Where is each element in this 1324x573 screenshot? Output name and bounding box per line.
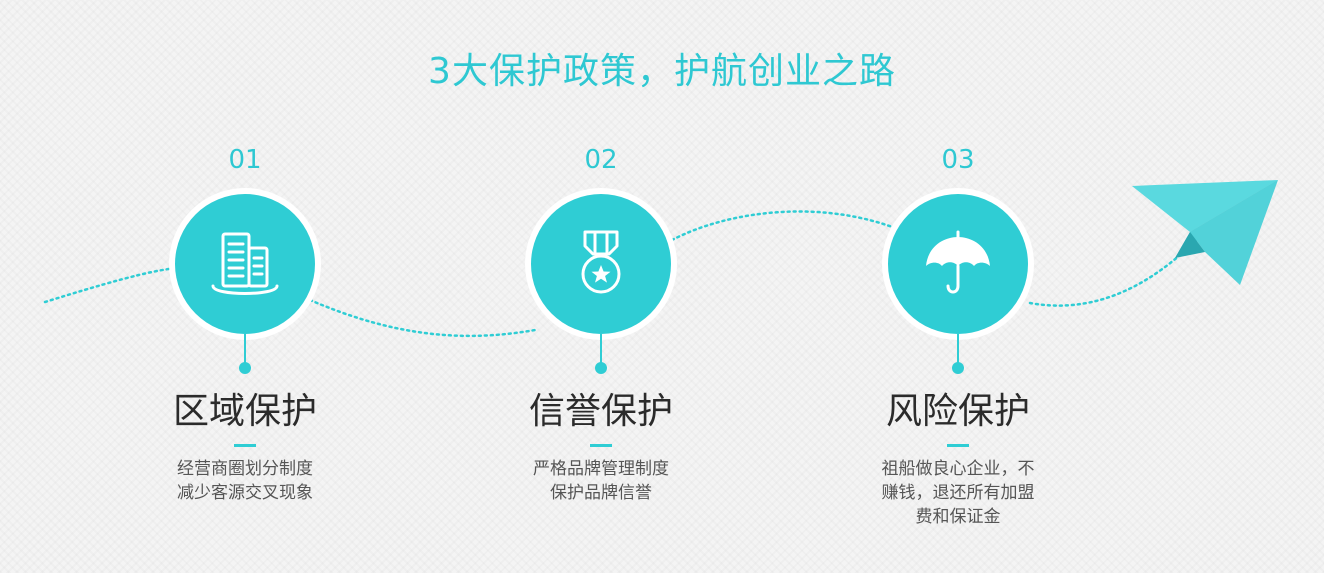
step-description: 祖船做良心企业，不 赚钱，退还所有加盟 费和保证金 xyxy=(838,457,1078,529)
step-title: 区域保护 xyxy=(172,391,317,432)
umbrella-icon xyxy=(926,230,990,294)
connector-dot xyxy=(952,362,964,374)
title-underline xyxy=(590,444,612,447)
title-underline xyxy=(234,444,256,447)
title-underline xyxy=(947,444,969,447)
step-description: 经营商圈划分制度 减少客源交叉现象 xyxy=(125,457,365,505)
connector-dot xyxy=(595,362,607,374)
step-02: 02 信誉保护 严格品牌管理制度 保护品牌信誉 xyxy=(481,140,721,505)
connector-stem xyxy=(600,334,602,364)
step-number: 01 xyxy=(228,145,262,175)
page-headline: 3大保护政策，护航创业之路 xyxy=(428,51,896,92)
step-description: 严格品牌管理制度 保护品牌信誉 xyxy=(481,457,721,505)
step-circle xyxy=(175,194,315,334)
desc-line: 祖船做良心企业，不 xyxy=(881,459,1035,479)
connector-dot xyxy=(239,362,251,374)
desc-line: 赚钱，退还所有加盟 xyxy=(881,483,1035,503)
step-circle xyxy=(888,194,1028,334)
dotted-path-line xyxy=(43,210,1182,338)
step-number: 02 xyxy=(584,145,618,175)
step-title: 信誉保护 xyxy=(528,391,673,432)
step-circle xyxy=(531,194,671,334)
step-03: 03 风险保护 祖船做良心企业，不 赚钱，退还所有加盟 费和保证金 xyxy=(838,140,1078,529)
desc-line: 经营商圈划分制度 xyxy=(177,459,313,479)
step-number: 03 xyxy=(941,145,975,175)
paper-plane-icon xyxy=(1132,180,1278,285)
desc-line: 费和保证金 xyxy=(915,507,1001,527)
step-01: 01 区域保护 经营商圈划分制度 减少客源交叉现象 xyxy=(125,140,365,505)
buildings-icon xyxy=(211,232,279,295)
desc-line: 严格品牌管理制度 xyxy=(533,459,669,479)
desc-line: 保护品牌信誉 xyxy=(550,483,652,503)
step-title: 风险保护 xyxy=(885,391,1030,432)
medal-icon xyxy=(581,230,621,294)
connector-stem xyxy=(244,334,246,364)
desc-line: 减少客源交叉现象 xyxy=(177,483,313,503)
connector-stem xyxy=(957,334,959,364)
